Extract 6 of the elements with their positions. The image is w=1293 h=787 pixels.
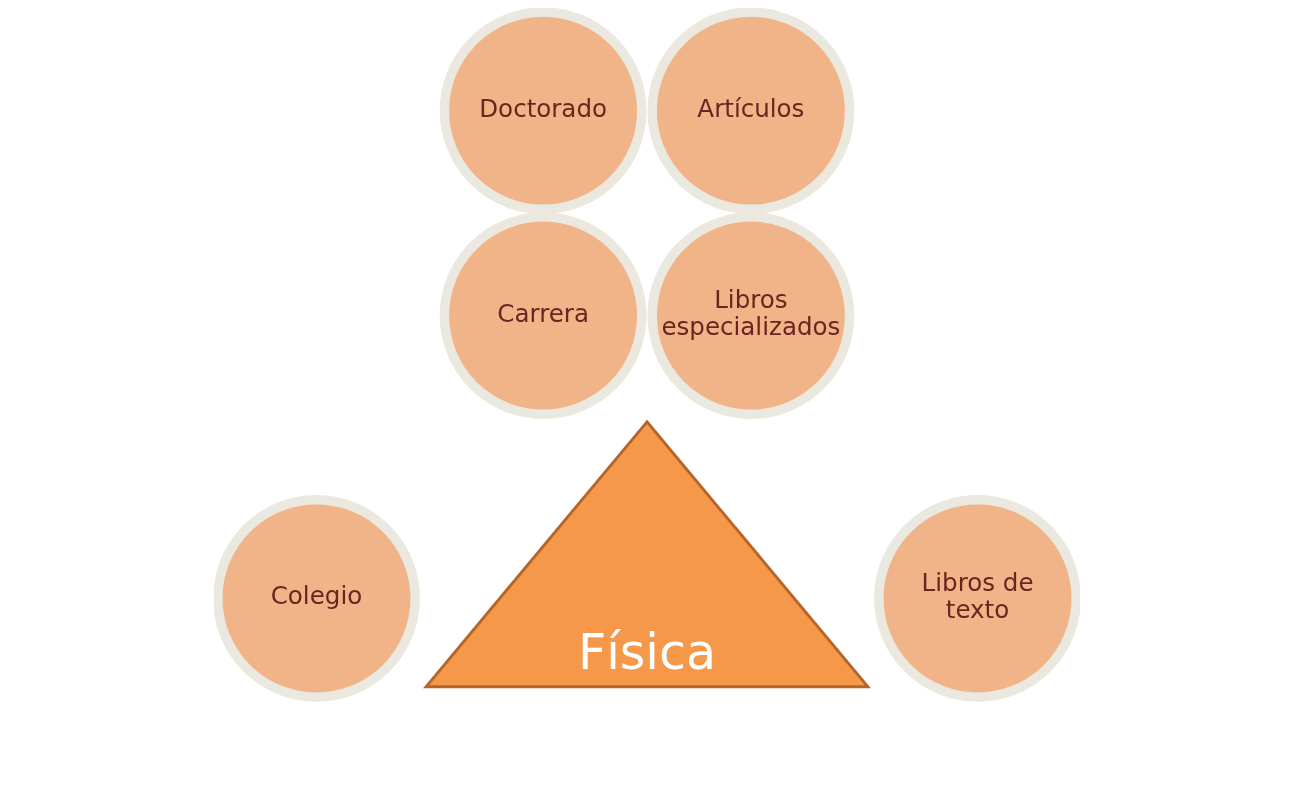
node-circle: Carrera xyxy=(439,212,647,419)
node-circle: Artículos xyxy=(646,8,854,215)
node-circle: Doctorado xyxy=(439,8,647,215)
node-circle: Libros de texto xyxy=(873,495,1080,702)
node-circle: Libros especializados xyxy=(646,212,854,419)
node-circle: Colegio xyxy=(213,495,420,702)
